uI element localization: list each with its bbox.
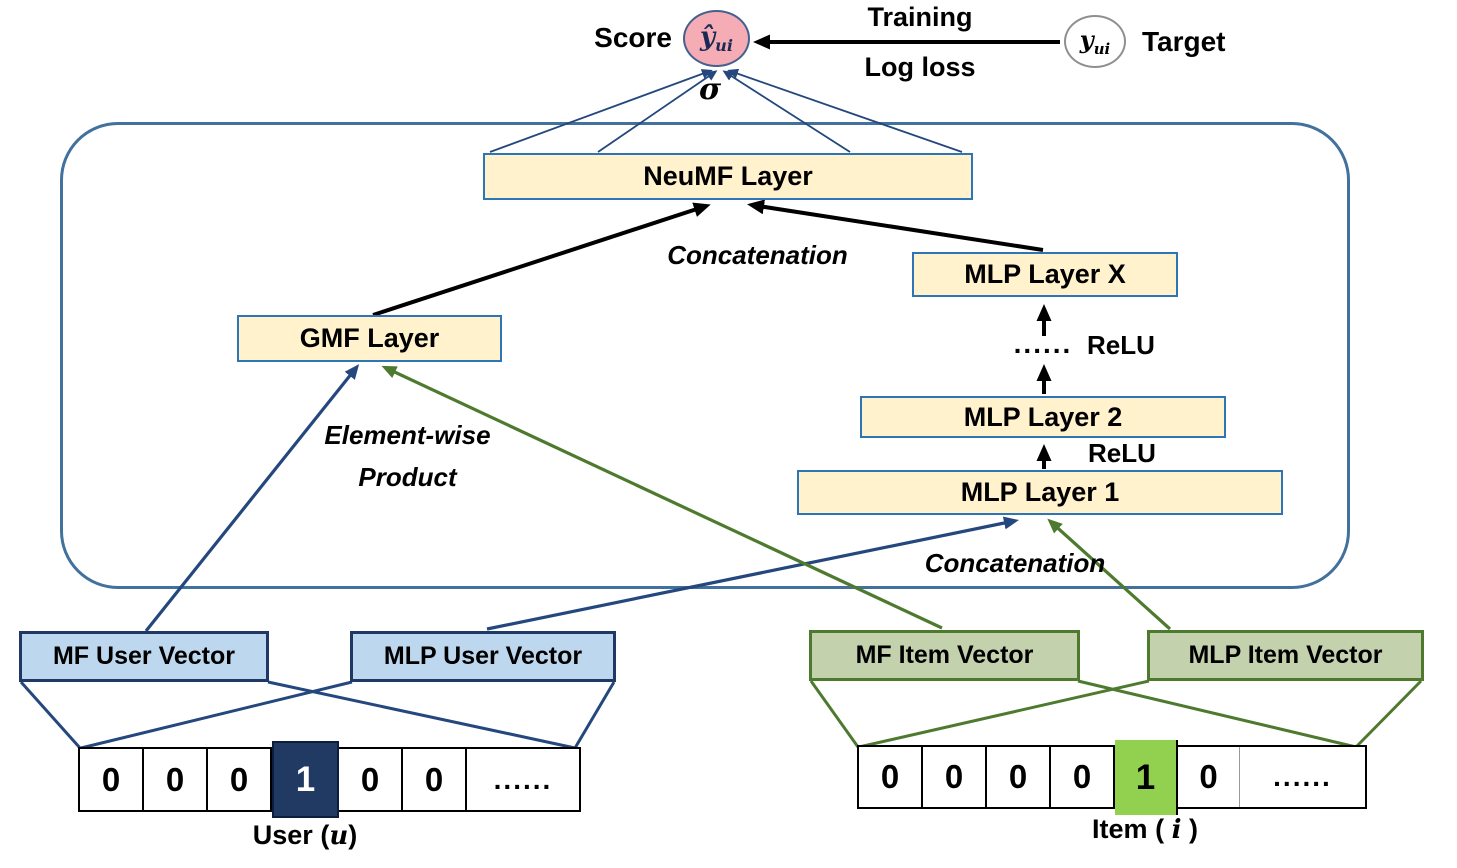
- onehot-cell: 0: [144, 749, 208, 810]
- mf-item-vector-label: MF Item Vector: [855, 641, 1034, 669]
- target-label: Target: [1142, 26, 1226, 57]
- elementwise-product-label: Element-wise Product: [324, 420, 491, 492]
- onehot-hot-cell: 1: [1115, 740, 1178, 815]
- mf-user-vector-label: MF User Vector: [52, 642, 235, 670]
- mlp-layer-x-box: MLP Layer X: [912, 252, 1178, 297]
- mlpx-to-neumf-arrow: [747, 199, 1044, 252]
- score-label: Score: [594, 22, 672, 53]
- item-onehot-row: 0 0 0 0 1 0 ......: [857, 740, 1367, 815]
- mlp-layer-2-box: MLP Layer 2: [860, 396, 1226, 438]
- neumf-to-score-fan: [489, 68, 963, 153]
- prediction-symbol: ŷui: [700, 21, 733, 56]
- user-onehot-row: 0 0 0 1 0 0 ......: [78, 741, 581, 818]
- onehot-cell: 0: [923, 747, 987, 807]
- model-frame: [60, 122, 1350, 589]
- item-onehot-funnel: [809, 679, 1423, 749]
- gmf-layer-box: GMF Layer: [237, 315, 502, 362]
- onehot-cell: 0: [403, 749, 467, 810]
- onehot-cell: 0: [208, 749, 272, 810]
- concatenation-bottom-label: Concatenation: [924, 548, 1106, 578]
- onehot-cell: 0: [80, 749, 144, 810]
- relu-mid-label: ReLU: [1088, 438, 1156, 468]
- mlp-item-vector-box: MLP Item Vector: [1147, 630, 1424, 681]
- onehot-dots-cell: ......: [493, 763, 553, 795]
- mlp-item-to-mlp1-arrow: [1047, 518, 1172, 631]
- logloss-label: Log loss: [864, 52, 976, 82]
- mlp-user-vector-box: MLP User Vector: [350, 631, 616, 682]
- onehot-cell: 0: [339, 749, 403, 810]
- mlp-layer-2-label: MLP Layer 2: [963, 401, 1123, 432]
- user-input-label: User (u): [252, 820, 358, 851]
- onehot-dots-cell: ......: [1273, 761, 1332, 792]
- gmf-layer-label: GMF Layer: [299, 323, 440, 353]
- onehot-cell: 0: [987, 747, 1051, 807]
- item-input-label: Item ( i ): [1092, 814, 1198, 845]
- gmf-to-neumf-arrow: [372, 202, 711, 317]
- onehot-cell: 0: [1178, 747, 1240, 807]
- mf-user-vector-box: MF User Vector: [19, 631, 269, 682]
- mlp-layer-x-label: MLP Layer X: [964, 259, 1126, 289]
- neumf-layer-label: NeuMF Layer: [643, 161, 813, 191]
- training-label: Training: [867, 2, 973, 32]
- mf-user-to-gmf-arrow: [144, 364, 360, 632]
- user-onehot-funnel: [19, 680, 616, 750]
- concatenation-top-label: Concatenation: [667, 240, 848, 270]
- relu-top-label: ReLU: [1087, 330, 1155, 360]
- mlp-layer-1-label: MLP Layer 1: [960, 477, 1120, 507]
- mlp-user-vector-label: MLP User Vector: [383, 642, 583, 670]
- target-symbol: yui: [1079, 25, 1111, 58]
- mlp-user-to-mlp1-arrow: [486, 516, 1019, 631]
- onehot-cell: 0: [859, 747, 923, 807]
- onehot-hot-cell: 1: [272, 741, 339, 818]
- neumf-layer-box: NeuMF Layer: [483, 153, 973, 200]
- target-node: yui: [1064, 15, 1126, 68]
- mlp-layer-1-box: MLP Layer 1: [797, 470, 1283, 515]
- prediction-node: ŷui: [683, 10, 750, 67]
- mlp-item-vector-label: MLP Item Vector: [1188, 641, 1383, 669]
- mf-item-to-gmf-arrow: [381, 365, 943, 630]
- onehot-cell: 0: [1051, 747, 1115, 807]
- tower-dots: ......: [1013, 328, 1073, 359]
- mf-item-vector-box: MF Item Vector: [809, 630, 1080, 681]
- sigma-symbol: σ: [698, 72, 722, 107]
